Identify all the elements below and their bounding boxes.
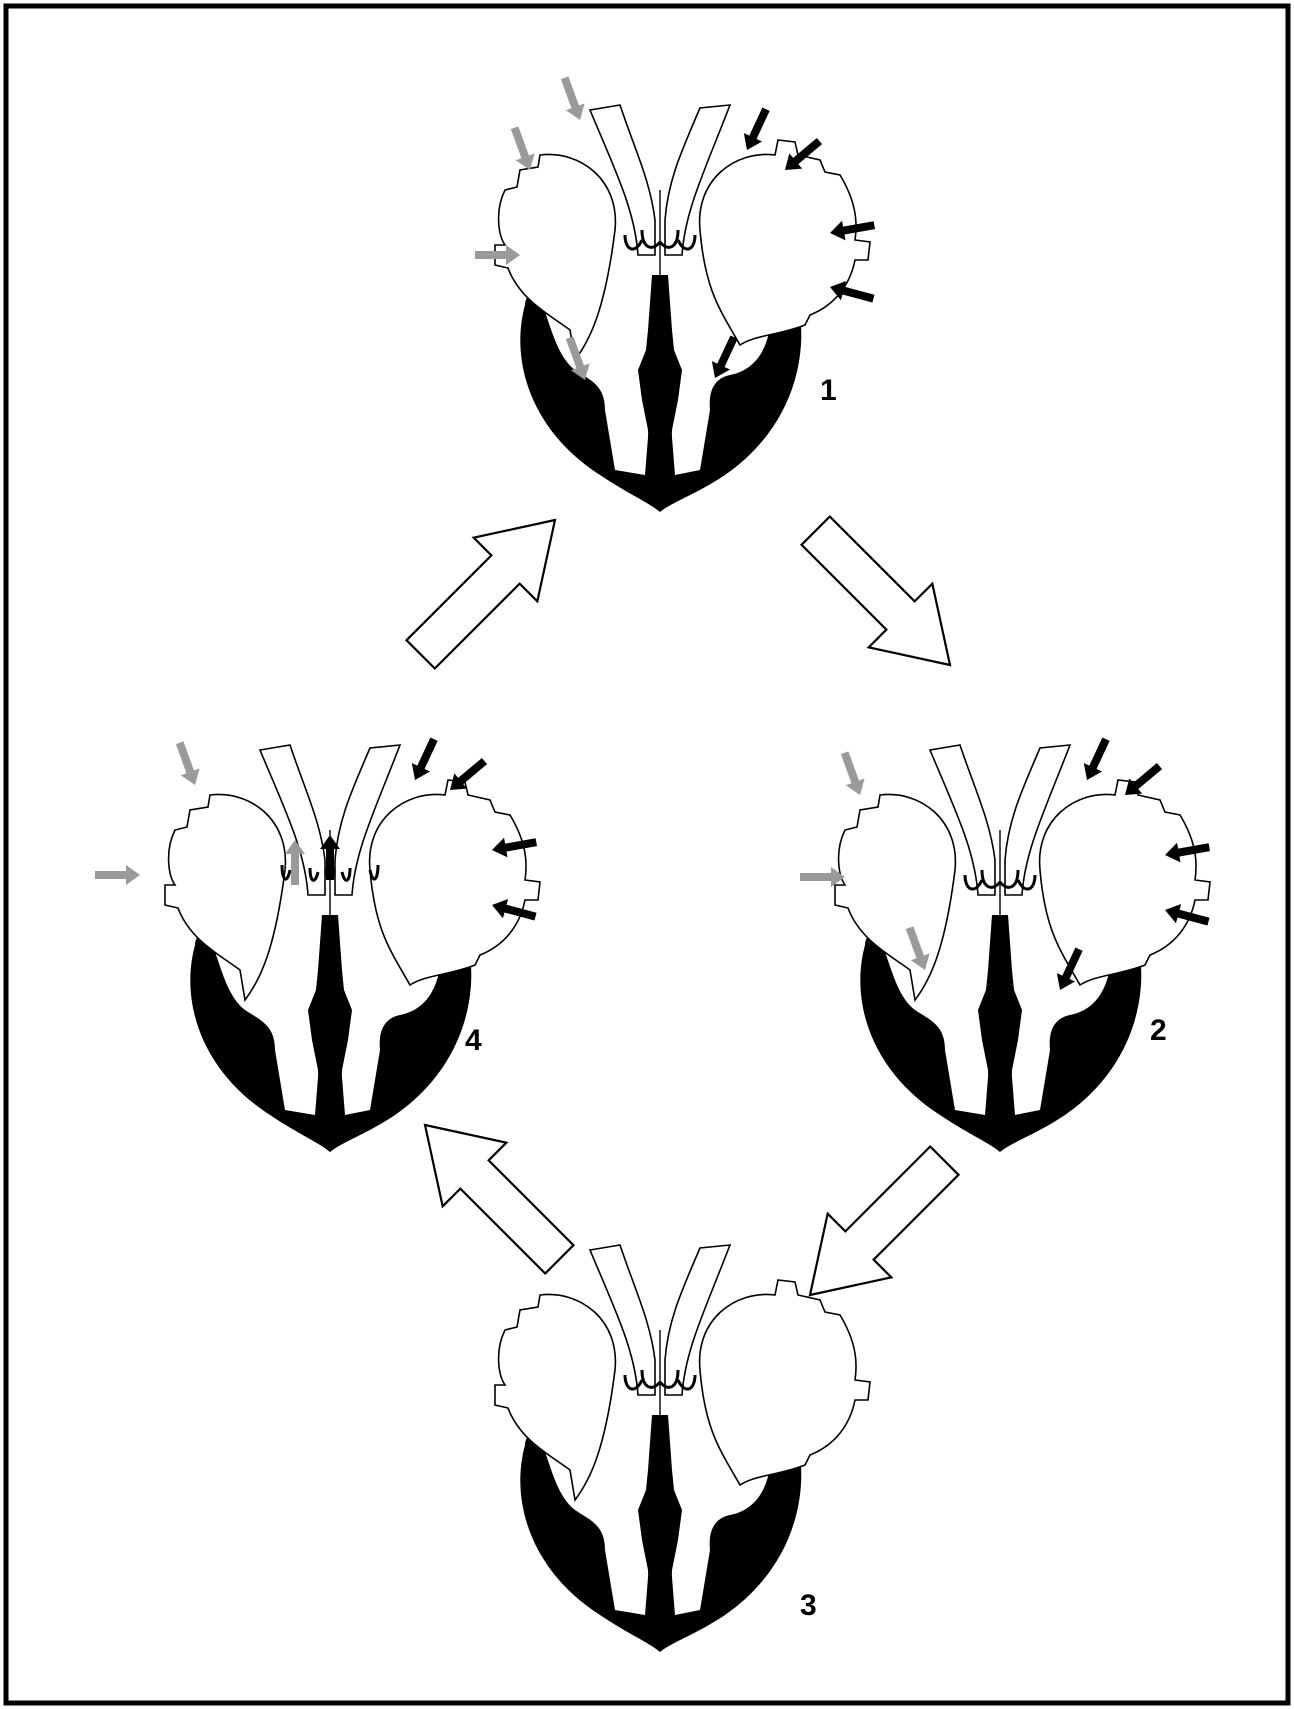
stage-label-3: 3 xyxy=(800,1589,817,1622)
stage-label-2: 2 xyxy=(1150,1014,1167,1047)
stage-label-1: 1 xyxy=(820,374,837,407)
stage-label-4: 4 xyxy=(465,1024,482,1057)
